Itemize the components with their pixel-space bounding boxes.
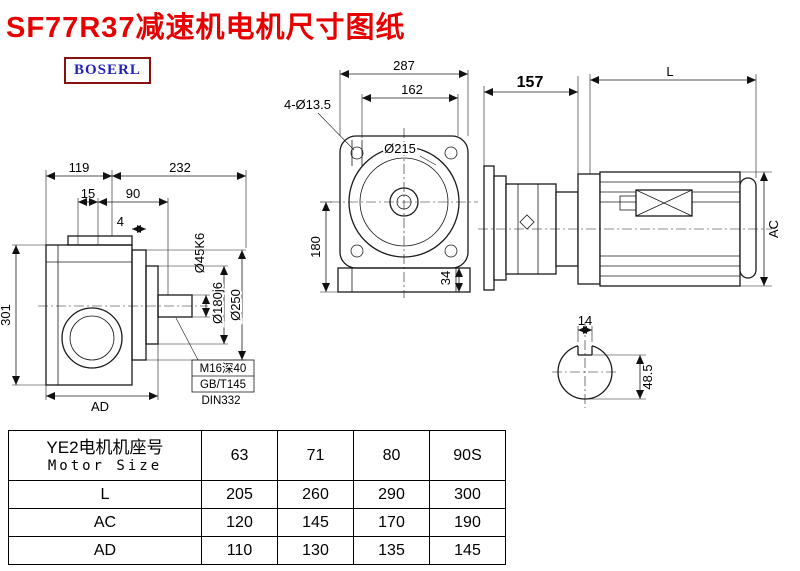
dim-AC: AC [766,220,781,238]
table-row: L 205 260 290 300 [8,480,506,509]
cell-AD-71: 130 [277,536,354,565]
dim-232: 232 [169,160,191,175]
dim-48-5: 48.5 [640,364,655,389]
cell-AC-63: 120 [201,508,278,537]
motor-size-label-en: Motor Size [47,458,163,475]
table-row: AD 110 130 135 145 [8,536,506,565]
row-label-AD: AD [8,536,202,565]
left-view: 301 119 232 15 90 4 AD [0,160,255,414]
dim-AD: AD [91,399,109,414]
dim-34: 34 [438,271,453,285]
table-header-motor-size: YE2电机机座号 Motor Size [8,430,202,481]
cell-AC-80: 170 [353,508,430,537]
output-flange-side [483,165,495,291]
dim-180: 180 [308,236,323,258]
fan-cover [739,177,757,279]
size-col-90s: 90S [429,430,506,481]
size-col-63: 63 [201,430,278,481]
gear-housing [505,183,557,275]
cell-L-90s: 300 [429,480,506,509]
dim-shaft-dia: Ø45K6 [192,233,207,273]
brand-logo: BOSERL [64,57,151,84]
cell-L-80: 290 [353,480,430,509]
size-col-80: 80 [353,430,430,481]
row-label-L: L [8,480,202,509]
table-row: AC 120 145 170 190 [8,508,506,537]
cell-AD-80: 135 [353,536,430,565]
label-bolt-holes: 4-Ø13.5 [284,97,331,112]
cell-AD-63: 110 [201,536,278,565]
cell-AC-71: 145 [277,508,354,537]
gearbox-body [45,244,133,386]
front-view: 287 162 4-Ø13.5 Ø215 180 34 [284,58,478,298]
dim-15: 15 [81,186,95,201]
dim-287: 287 [393,58,415,73]
dim-162: 162 [401,82,423,97]
motor-size-label-cn: YE2电机机座号 [46,437,164,457]
cell-L-71: 260 [277,480,354,509]
dim-157: 157 [517,74,544,91]
dim-pilot-dia: Ø180j6 [210,282,225,324]
side-view: 157 L AC [478,64,781,291]
cell-AD-90s: 145 [429,536,506,565]
note-gbt: GB/T145 [200,379,246,391]
note-m16: M16深40 [200,361,247,375]
output-flange [131,249,147,361]
dim-4: 4 [117,214,124,229]
dim-119: 119 [69,160,90,175]
dim-L: L [666,64,673,79]
cell-L-63: 205 [201,480,278,509]
dim-301: 301 [0,304,13,326]
note-din: DIN332 [202,395,241,407]
row-label-AC: AC [8,508,202,537]
dim-dia215: Ø215 [384,141,416,156]
dim-90: 90 [126,186,140,201]
size-col-71: 71 [277,430,354,481]
dim-flange-dia: Ø250 [228,289,243,321]
bore-circle [61,307,123,369]
motor-size-table: YE2电机机座号 Motor Size 63 71 80 90S L 205 2… [8,430,506,565]
mounting-base [337,267,471,293]
shaft-section: 14 48.5 [552,313,655,408]
cell-AC-90s: 190 [429,508,506,537]
dim-14: 14 [578,313,592,328]
page-title: SF77R37减速机电机尺寸图纸 [6,12,406,44]
